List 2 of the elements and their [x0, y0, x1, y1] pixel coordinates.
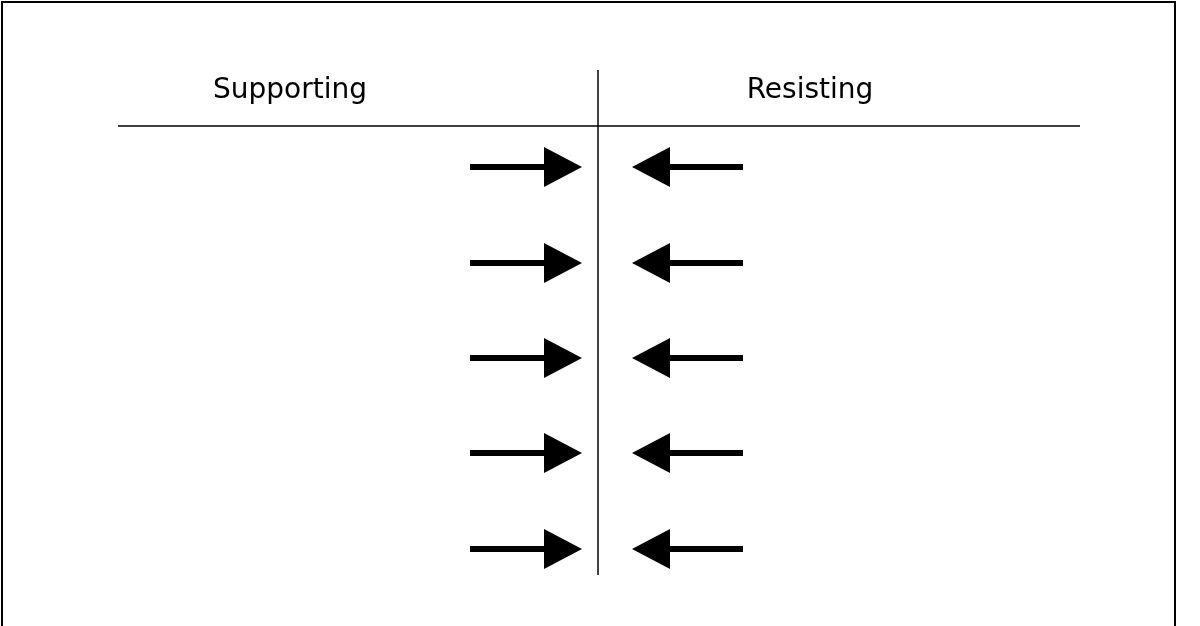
- column-heading: Supporting: [213, 72, 367, 105]
- column-heading: Resisting: [746, 72, 874, 105]
